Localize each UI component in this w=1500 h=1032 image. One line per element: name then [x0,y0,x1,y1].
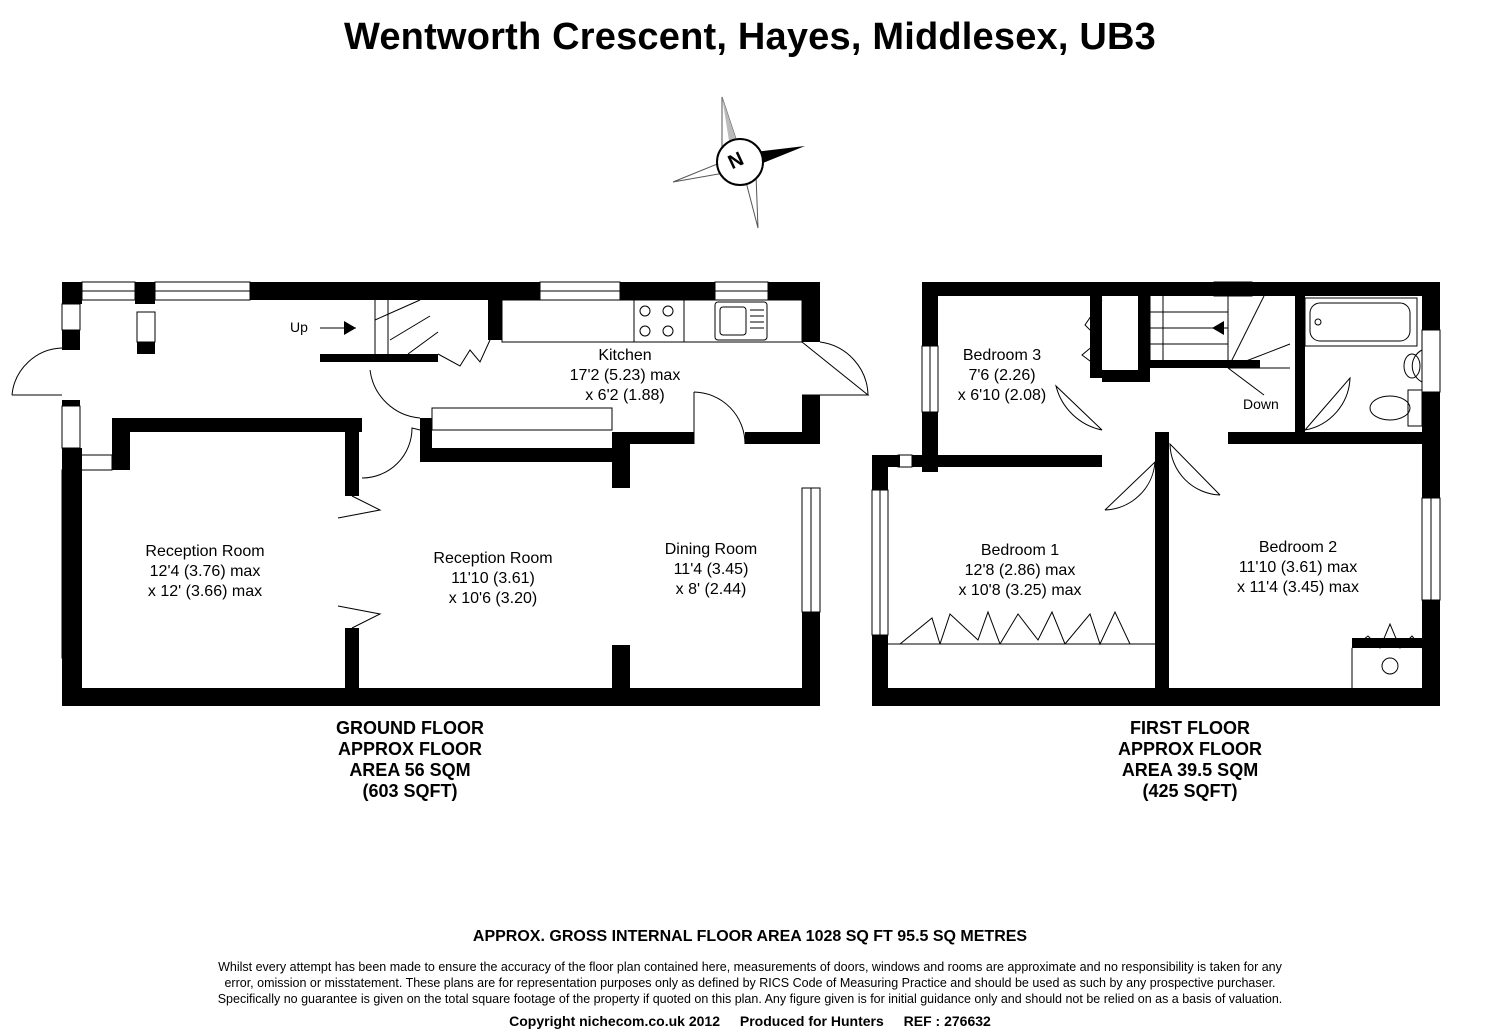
room-label-bedroom-1: Bedroom 1 12'8 (2.86) max x 10'8 (3.25) … [958,542,1082,599]
room-label-bedroom-3: Bedroom 3 7'6 (2.26) x 6'10 (2.08) [957,347,1047,404]
ground-floor-plan [62,282,820,706]
first-floor-caption: FIRST FLOOR APPROX FLOOR AREA 39.5 SQM (… [1117,718,1262,801]
first-floor-plan [872,282,1440,706]
compass-icon [672,96,805,229]
footer: Copyright nichecom.co.uk 2012 Produced f… [0,1013,1500,1029]
first-floor-lines [871,281,1441,688]
disclaimer-text: Whilst every attempt has been made to en… [217,960,1283,1006]
gross-area-text: APPROX. GROSS INTERNAL FLOOR AREA 1028 S… [472,928,1028,945]
ground-floor-caption: GROUND FLOOR APPROX FLOOR AREA 56 SQM (6… [336,718,484,801]
room-label-dining-room: Dining Room 11'4 (3.45) x 8' (2.44) [664,541,758,598]
stairs-up-label: Up [290,319,308,335]
stairs-down-label: Down [1243,396,1279,412]
room-label-bedroom-2: Bedroom 2 11'10 (3.61) max x 11'4 (3.45)… [1237,539,1359,596]
produced-for-text: Produced for Hunters [739,1013,884,1029]
room-label-kitchen: Kitchen 17'2 (5.23) max x 6'2 (1.88) [569,347,681,404]
room-label-reception-1: Reception Room 12'4 (3.76) max x 12' (3.… [145,543,265,600]
copyright-text: Copyright nichecom.co.uk 2012 [509,1013,720,1029]
page-title: Wentworth Crescent, Hayes, Middlesex, UB… [343,16,1157,58]
room-label-reception-2: Reception Room 11'10 (3.61) x 10'6 (3.20… [433,550,553,607]
reference-text: REF : 276632 [903,1013,991,1029]
